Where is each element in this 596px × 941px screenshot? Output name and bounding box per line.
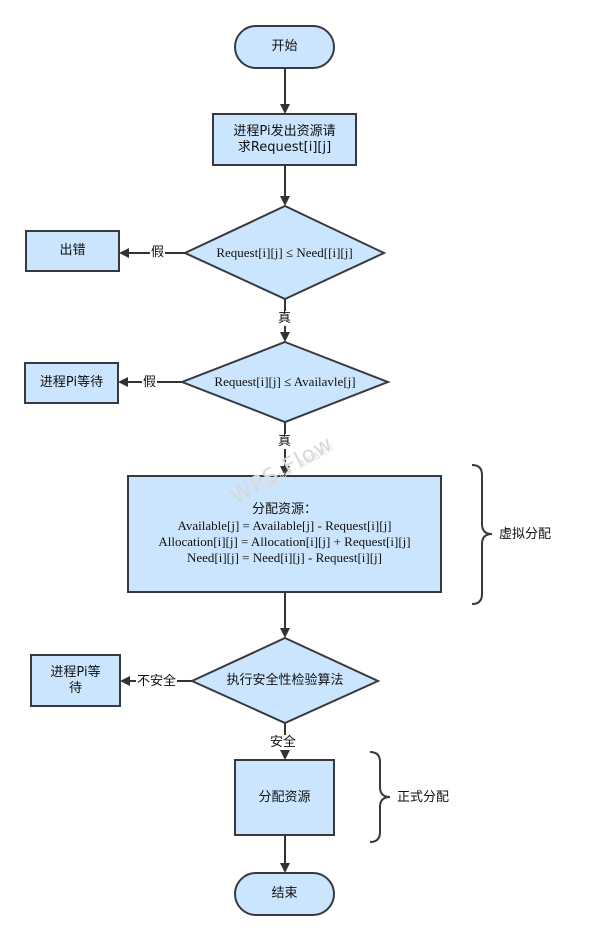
annotation-formal: 正式分配 bbox=[397, 790, 450, 805]
edge-label-false1: 假 bbox=[150, 245, 166, 260]
check-need-shape bbox=[182, 204, 387, 301]
request-shape bbox=[212, 113, 357, 166]
edge-label-false2: 假 bbox=[142, 375, 158, 390]
edge-label-unsafe: 不安全 bbox=[136, 674, 178, 689]
allocate-virtual-shape bbox=[127, 475, 442, 593]
safety-check-shape bbox=[189, 636, 381, 725]
allocate-formal-shape bbox=[234, 759, 335, 836]
edge-label-true1: 真 bbox=[277, 311, 293, 326]
error-shape bbox=[25, 230, 120, 272]
brace-virtual bbox=[471, 464, 493, 605]
end-shape bbox=[234, 872, 335, 916]
brace-formal bbox=[369, 751, 391, 843]
annotation-virtual: 虚拟分配 bbox=[499, 527, 552, 542]
wait1-shape bbox=[24, 362, 119, 404]
edge-label-safe: 安全 bbox=[269, 735, 298, 750]
wait2-shape bbox=[30, 654, 121, 707]
check-available-shape bbox=[179, 340, 391, 424]
edge-label-true2: 真 bbox=[277, 434, 293, 449]
start-shape bbox=[234, 25, 335, 69]
